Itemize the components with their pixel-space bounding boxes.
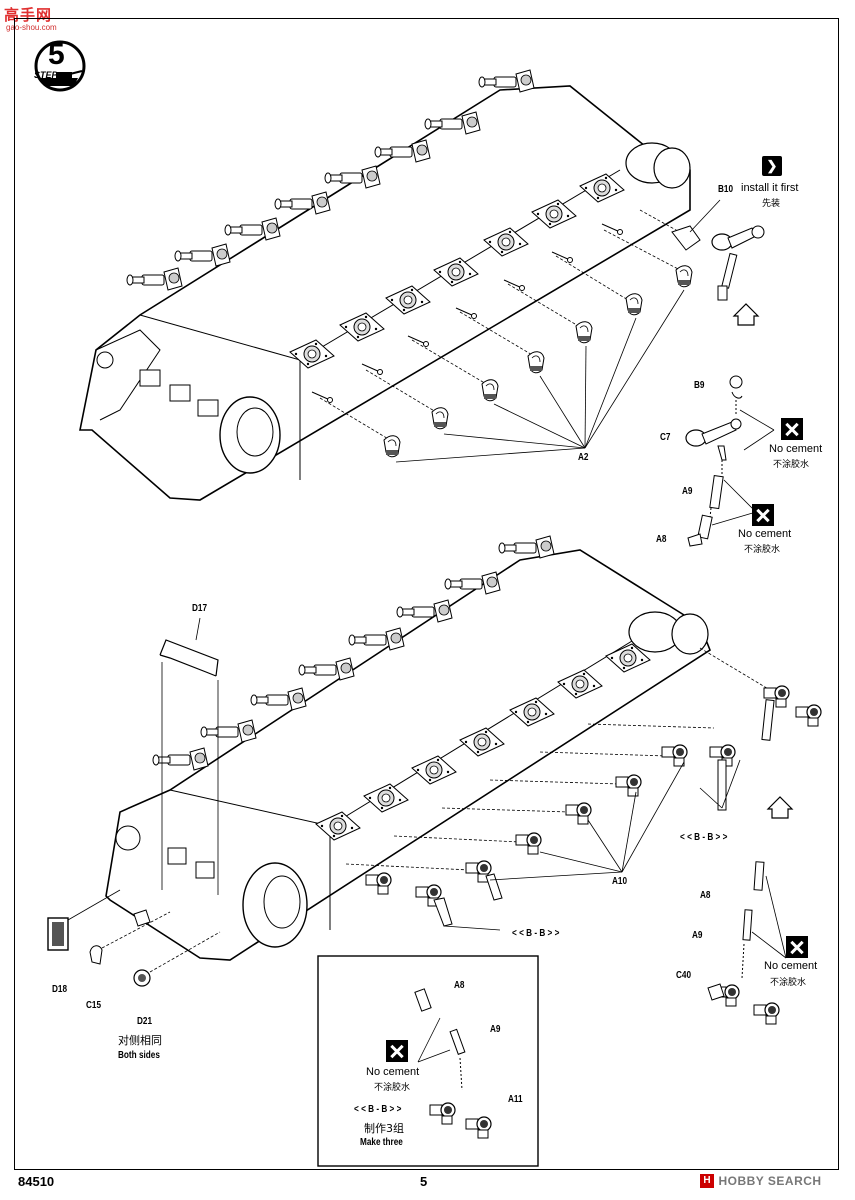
label-c15: C15 bbox=[86, 1000, 102, 1011]
no-cement-icon bbox=[781, 418, 803, 440]
c15-part bbox=[89, 945, 103, 965]
no-cement-text: No cement bbox=[769, 443, 823, 455]
info-icon: ❯ bbox=[762, 156, 782, 176]
label-bb-center: < < B - B > > bbox=[512, 928, 560, 939]
d17-bracket bbox=[159, 639, 219, 677]
install-first-note: install it first bbox=[741, 182, 799, 194]
label-a9-top: A9 bbox=[682, 486, 693, 497]
no-cement-text-cn: 不涂胶水 bbox=[773, 460, 810, 470]
label-d21: D21 bbox=[137, 1016, 153, 1027]
orientation-arrow-top bbox=[732, 303, 760, 326]
watermark-url: gao-shou.com bbox=[6, 23, 57, 32]
source-logo: H HOBBY SEARCH bbox=[700, 1172, 822, 1190]
no-cement-icon bbox=[752, 504, 774, 526]
top-hull bbox=[79, 69, 765, 501]
label-c7: C7 bbox=[660, 432, 671, 443]
label-a8-inset: A8 bbox=[454, 980, 465, 991]
watermark-logo: 高手网 gao-shou.com bbox=[2, 4, 72, 34]
bottom-exploded-parts bbox=[707, 861, 787, 1025]
label-d17: D17 bbox=[192, 603, 208, 614]
label-b10: B10 bbox=[718, 184, 734, 195]
top-exploded-parts bbox=[685, 375, 775, 547]
step-badge: 5 STEP bbox=[26, 38, 90, 94]
both-sides-cn: 对侧相同 bbox=[118, 1034, 162, 1047]
both-sides-label: Both sides bbox=[118, 1050, 160, 1061]
no-cement-text: No cement bbox=[764, 960, 818, 972]
label-bb-inset: < < B - B > > bbox=[354, 1104, 402, 1115]
step-label: STEP bbox=[34, 70, 58, 80]
no-cement-icon bbox=[786, 936, 808, 958]
label-a8-bottom: A8 bbox=[700, 890, 711, 901]
label-a2: A2 bbox=[578, 452, 589, 463]
page-frame bbox=[14, 18, 839, 1170]
inset-box bbox=[317, 955, 539, 1167]
bottom-shock-assembly bbox=[699, 685, 822, 811]
label-a9-inset: A9 bbox=[490, 1024, 501, 1035]
label-a11-inset: A11 bbox=[508, 1094, 523, 1105]
make-three-cn: 制作3组 bbox=[364, 1122, 404, 1135]
page-number: 5 bbox=[420, 1174, 428, 1189]
no-cement-text: No cement bbox=[738, 528, 792, 540]
source-logo-icon: H bbox=[700, 1173, 714, 1188]
label-a10: A10 bbox=[612, 876, 628, 887]
label-a8-top: A8 bbox=[656, 534, 667, 545]
install-first-note-cn: 先装 bbox=[762, 199, 781, 209]
label-bb-right: < < B - B > > bbox=[680, 832, 728, 843]
no-cement-text-cn: 不涂胶水 bbox=[744, 545, 781, 555]
label-d18: D18 bbox=[52, 984, 68, 995]
label-a9-bottom: A9 bbox=[692, 930, 703, 941]
source-logo-text: HOBBY SEARCH bbox=[718, 1173, 822, 1188]
step-number: 5 bbox=[48, 38, 65, 71]
label-b9: B9 bbox=[694, 380, 705, 391]
label-c40: C40 bbox=[676, 970, 692, 981]
no-cement-text-cn: 不涂胶水 bbox=[374, 1083, 411, 1093]
step-badge-graphic bbox=[34, 40, 86, 92]
first-shock-assembly bbox=[711, 225, 765, 301]
make-three-label: Make three bbox=[360, 1137, 403, 1148]
no-cement-text-cn: 不涂胶水 bbox=[770, 978, 807, 988]
no-cement-text: No cement bbox=[366, 1066, 420, 1078]
kit-number: 84510 bbox=[18, 1174, 55, 1189]
no-cement-icon bbox=[386, 1040, 408, 1062]
bottom-hull bbox=[47, 535, 822, 1025]
orientation-arrow-bottom bbox=[766, 796, 794, 819]
watermark-logo-text: 高手网 bbox=[4, 6, 53, 24]
